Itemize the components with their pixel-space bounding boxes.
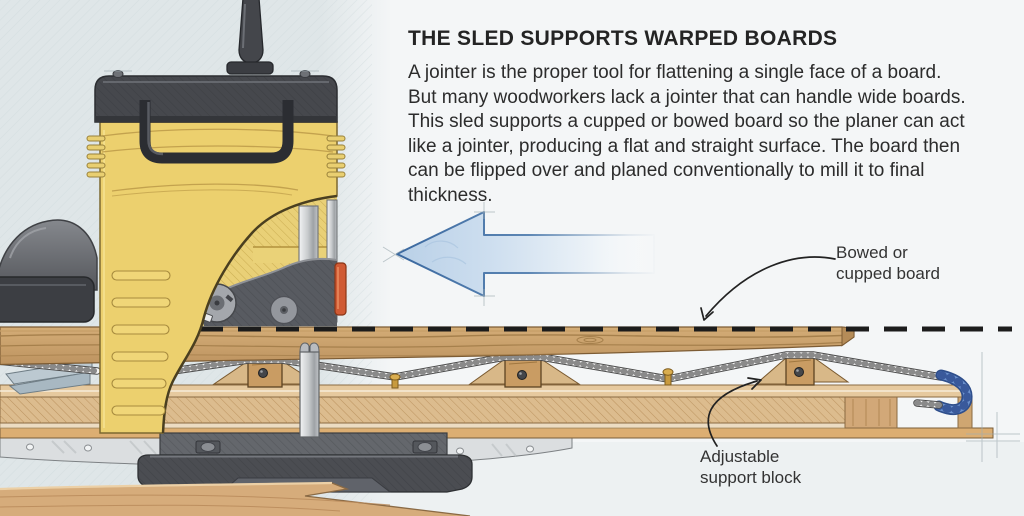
- adjustable-support-block: [785, 354, 815, 386]
- depth-stop-red: [334, 262, 347, 316]
- depth-post: [299, 342, 320, 438]
- adjustable-support-block: [504, 356, 542, 388]
- planer-body: [86, 121, 346, 434]
- vent-ribs: [86, 135, 346, 178]
- workbench: [0, 481, 471, 516]
- carry-handle: [139, 100, 294, 164]
- column-ribs: [111, 270, 171, 416]
- crank-handle: [226, 0, 274, 75]
- planer-top-cap: [94, 70, 338, 123]
- feed-roller: [269, 295, 299, 325]
- cap-screw: [112, 70, 124, 78]
- cap-screw: [299, 70, 311, 78]
- construction-lines: [104, 70, 1020, 462]
- motor-housing: [0, 219, 98, 323]
- cutterhead-housing: [203, 257, 338, 326]
- leader-arrow-support: [707, 377, 762, 447]
- panel-title: THE SLED SUPPORTS WARPED BOARDS: [408, 27, 838, 51]
- planer-base: [137, 432, 473, 493]
- panel-body-text: A jointer is the proper tool for flatten…: [408, 62, 966, 206]
- brass-adjuster-screws: [389, 368, 674, 389]
- callout-bowed-board: Bowed or cupped board: [836, 243, 940, 283]
- planer-machine: [86, 0, 347, 434]
- callout-support-block: Adjustable support block: [700, 447, 802, 487]
- planer-cutaway: [193, 196, 347, 326]
- sled-handle: [913, 369, 973, 416]
- leader-arrow-board: [700, 256, 836, 321]
